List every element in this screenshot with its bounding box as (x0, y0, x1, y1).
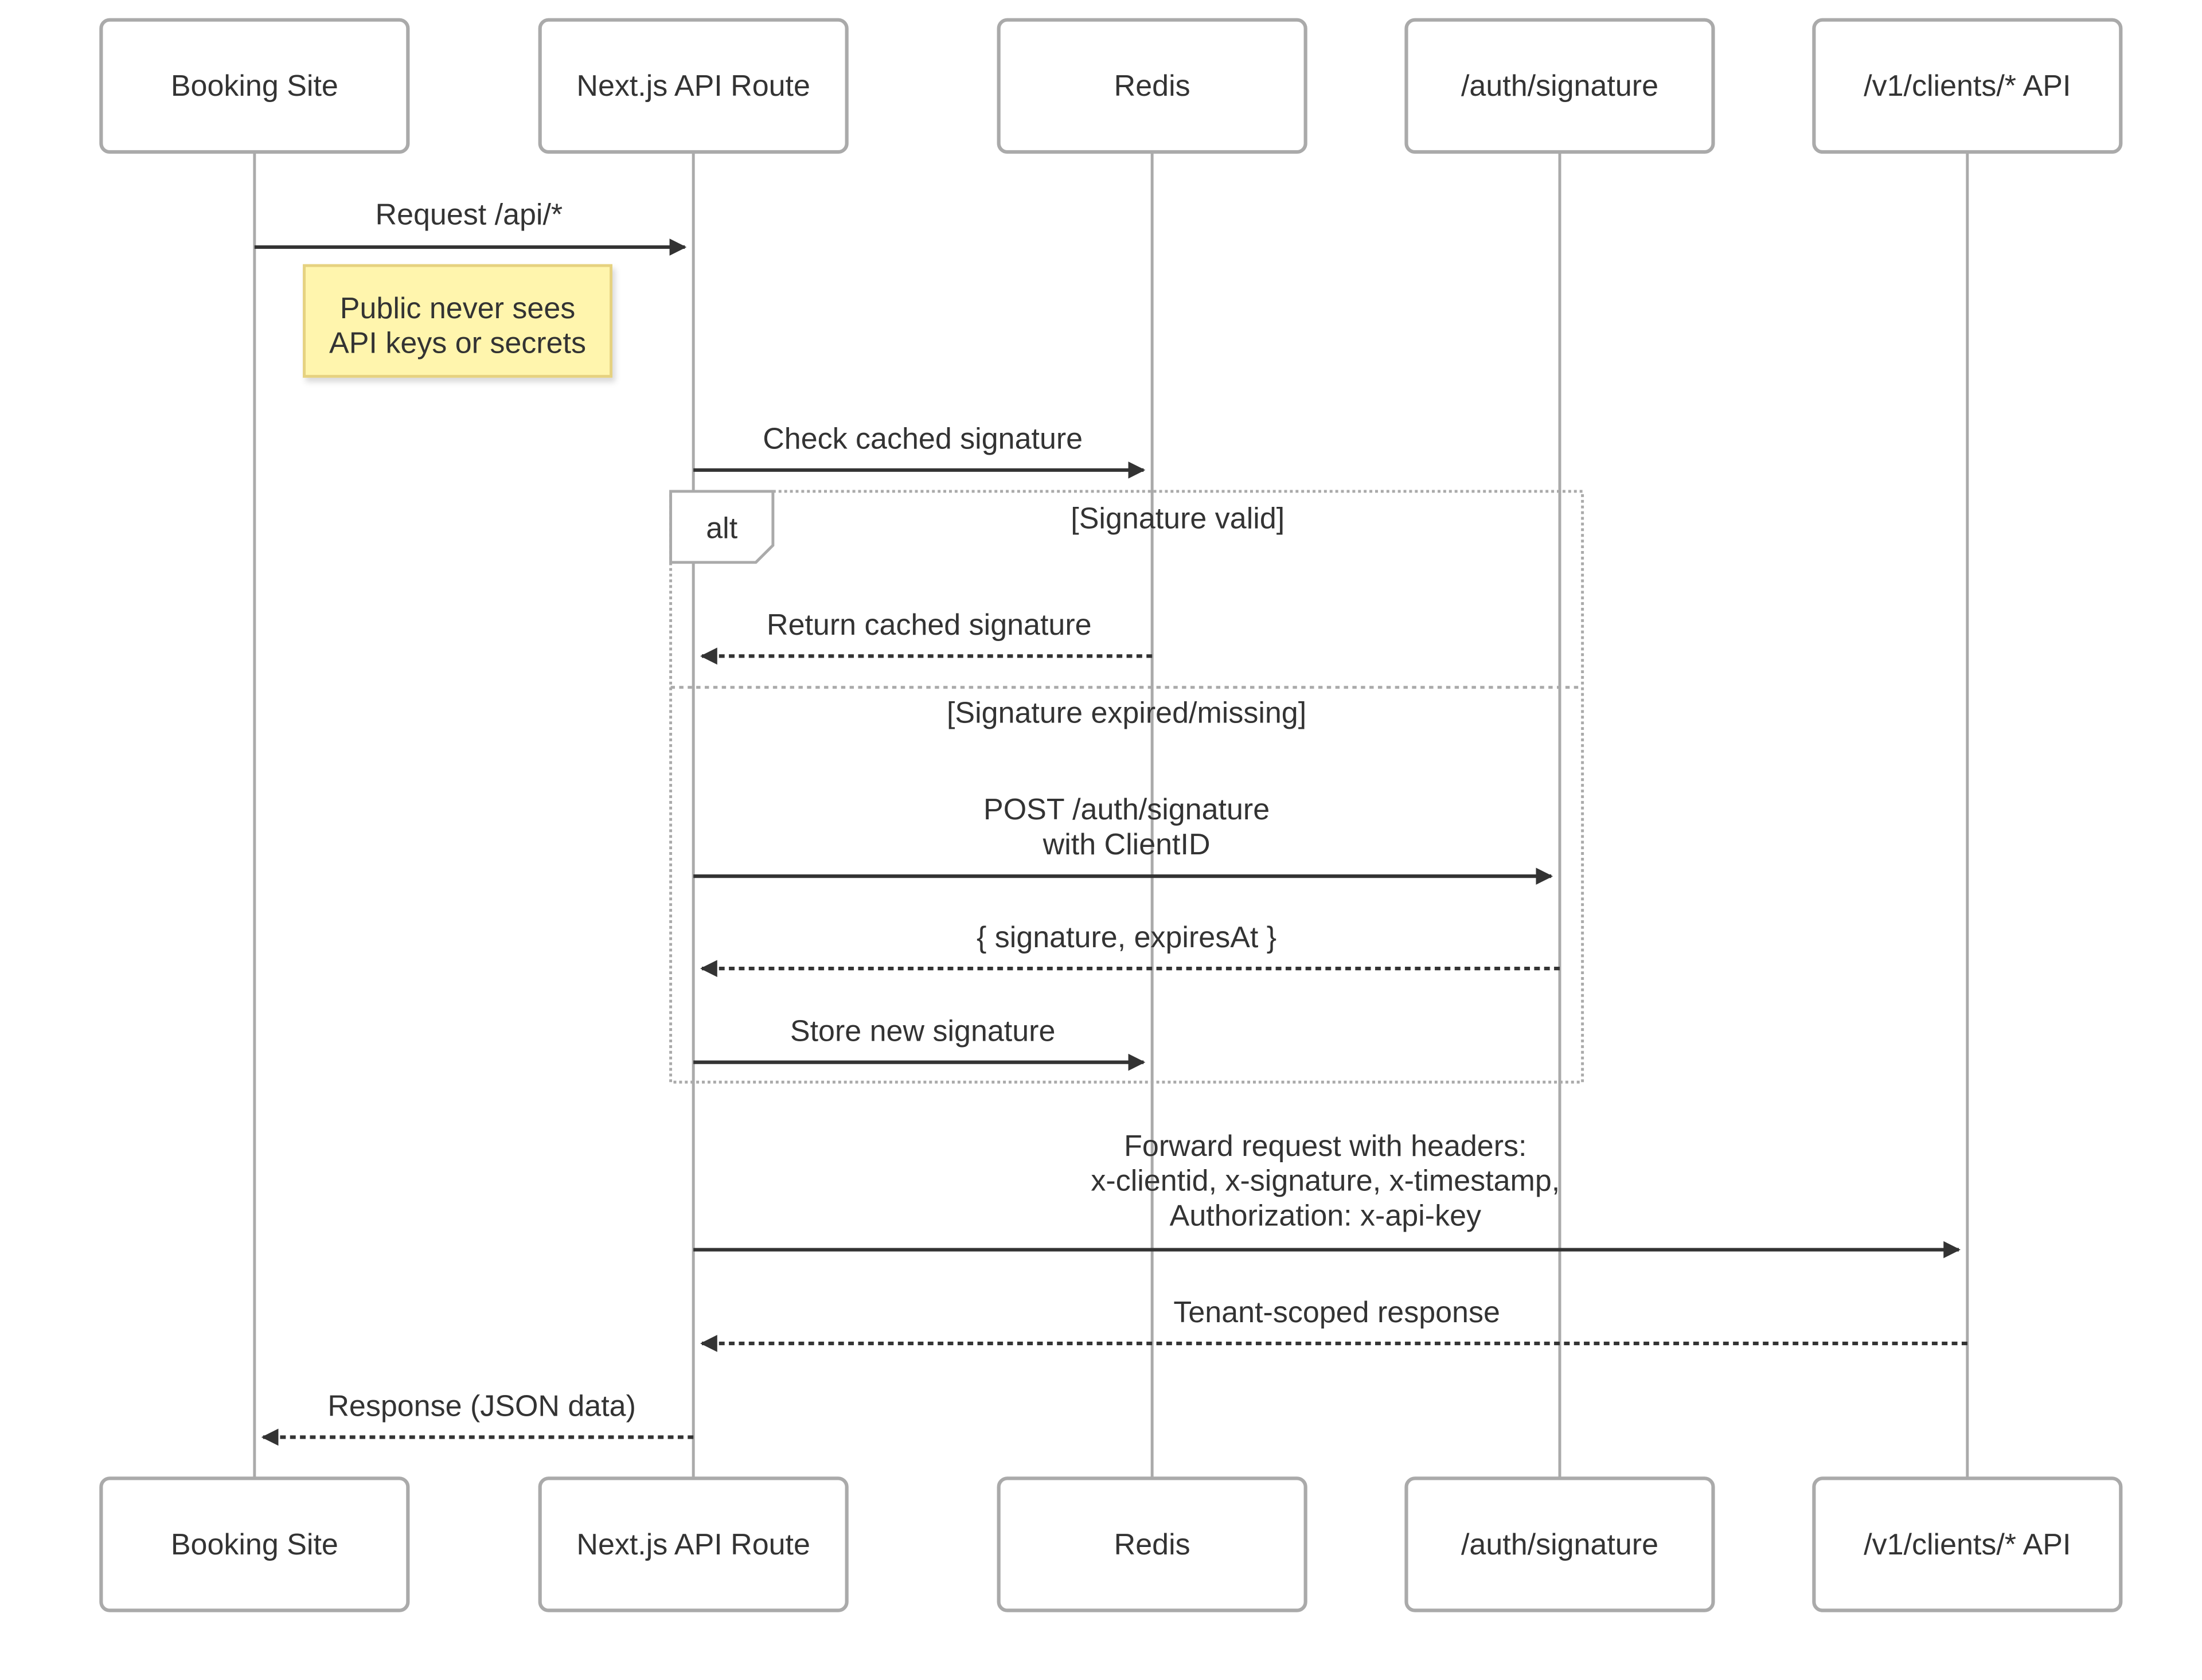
participant-box (997, 18, 1307, 154)
message-label: Check cached signature (763, 423, 1083, 456)
participant-label: /auth/signature (1461, 69, 1658, 103)
message: Check cached signature (693, 423, 1146, 479)
participant-box (538, 1476, 849, 1612)
message-label: x-clientid, x-signature, x-timestamp, (1091, 1165, 1560, 1198)
participant-label: Booking Site (171, 69, 338, 103)
message: { signature, expiresAt } (700, 921, 1560, 978)
note-text: API keys or secrets (329, 326, 586, 360)
message-label: Tenant-scoped response (1173, 1296, 1500, 1329)
lifelines (253, 152, 1969, 1479)
participant-box (1404, 1476, 1715, 1612)
participant-top-nextapi: Next.js API Route (538, 18, 849, 154)
message-label: Authorization: x-api-key (1170, 1199, 1481, 1232)
message: Forward request with headers:x-clientid,… (693, 1130, 1961, 1259)
message-label: Store new signature (790, 1014, 1056, 1048)
participant-box (1404, 18, 1715, 154)
alt-condition-label: [Signature expired/missing] (947, 697, 1306, 730)
alt-tab (669, 490, 775, 564)
message-label: Forward request with headers: (1124, 1130, 1526, 1163)
participant-label: Redis (1114, 69, 1190, 103)
participant-label: Redis (1114, 1528, 1190, 1561)
participant-top-redis: Redis (997, 18, 1307, 154)
participant-label: Next.js API Route (576, 1528, 810, 1561)
note-text: Public never sees (340, 292, 575, 325)
message-label: Return cached signature (767, 608, 1092, 642)
messages: Request /api/* Check cached signatureRetu… (254, 198, 1967, 1446)
participant-top-clients: /v1/clients/* API (1812, 18, 2123, 154)
participant-label: /auth/signature (1461, 1528, 1658, 1561)
participant-box (99, 1476, 410, 1612)
message: Tenant-scoped response (700, 1296, 1967, 1352)
message: Request /api/* (254, 198, 687, 256)
alt-block: alt [Signature valid] [Signature expired/m… (669, 490, 1584, 1084)
message: Store new signature (693, 1014, 1146, 1071)
message-label: { signature, expiresAt } (977, 921, 1276, 954)
participant-box (1812, 1476, 2123, 1612)
participant-label: Next.js API Route (576, 69, 810, 103)
participant-box (1812, 18, 2123, 154)
message: Response (JSON data) (261, 1389, 694, 1446)
message-label: Request /api/* (376, 198, 563, 231)
alt-frame (669, 490, 1584, 1084)
participant-label: Booking Site (171, 1528, 338, 1561)
message-label: Response (JSON data) (327, 1389, 636, 1423)
participant-label: /v1/clients/* API (1864, 1528, 2071, 1561)
participant-top-auth: /auth/signature (1404, 18, 1715, 154)
message-label: POST /auth/signature (983, 793, 1270, 826)
participant-bottom-booking: Booking Site (99, 1476, 410, 1612)
participant-box (997, 1476, 1307, 1612)
participant-box (538, 18, 849, 154)
alt-condition-label: [Signature valid] (1071, 502, 1284, 535)
alt-label: alt (706, 512, 737, 545)
note-box (303, 264, 612, 378)
message: Return cached signature (700, 608, 1153, 665)
participant-label: /v1/clients/* API (1864, 69, 2071, 103)
participant-bottom-redis: Redis (997, 1476, 1307, 1612)
participant-box (99, 18, 410, 154)
participant-bottom-nextapi: Next.js API Route (538, 1476, 849, 1612)
message-label: with ClientID (1043, 828, 1211, 861)
participant-top-booking: Booking Site (99, 18, 410, 154)
participant-bottom-auth: /auth/signature (1404, 1476, 1715, 1612)
participant-bottom-clients: /v1/clients/* API (1812, 1476, 2123, 1612)
